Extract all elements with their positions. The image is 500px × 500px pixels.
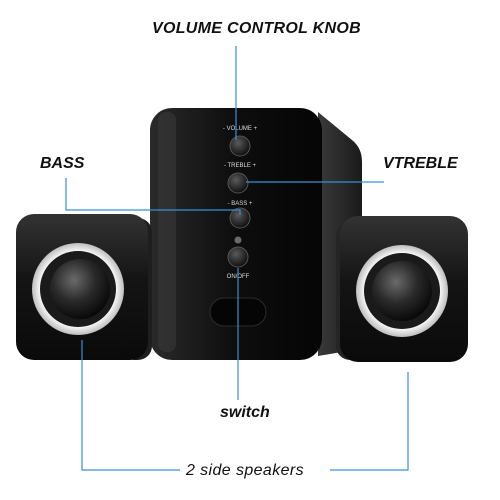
right-speaker — [336, 216, 468, 362]
side-speakers-label: 2 side speakers — [186, 462, 305, 479]
panel-treble-label: - TREBLE + — [224, 163, 257, 169]
power-led — [234, 236, 242, 244]
volume-knob[interactable] — [229, 135, 251, 157]
right-speaker-cone — [372, 261, 432, 321]
left-speaker — [16, 214, 152, 360]
bass-knob[interactable] — [229, 207, 251, 229]
leader-lines — [65, 46, 409, 471]
panel-bass-label: - BASS + — [228, 201, 253, 207]
bass-label: BASS — [40, 155, 85, 172]
switch-label: switch — [214, 404, 276, 422]
left-speaker-cone — [50, 259, 110, 319]
subwoofer: - VOLUME + - TREBLE + - BASS + ON/OFF — [150, 108, 362, 360]
panel-volume-label: - VOLUME + — [223, 126, 258, 132]
volume-control-knob-label: VOLUME CONTROL KNOB — [152, 20, 361, 37]
treble-knob[interactable] — [227, 172, 249, 194]
treble-label: VTREBLE — [383, 155, 458, 172]
power-button[interactable] — [227, 246, 249, 268]
